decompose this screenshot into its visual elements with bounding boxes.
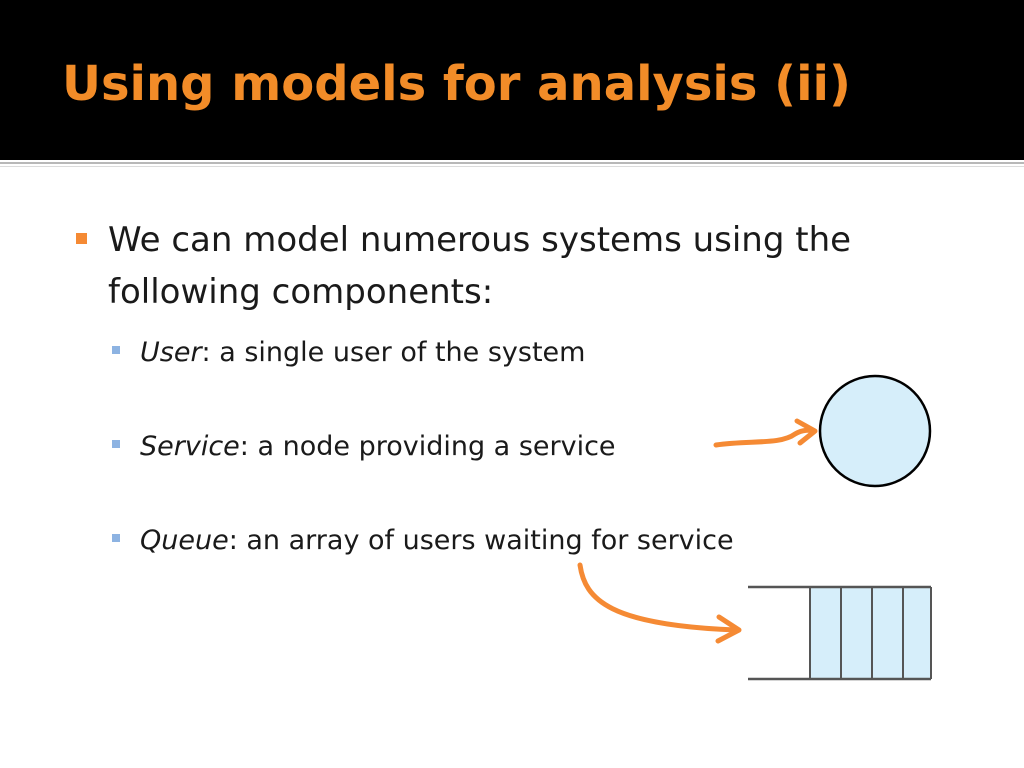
- sub-bullet-marker: [112, 439, 120, 448]
- sub-bullet-marker: [112, 345, 120, 354]
- main-bullet-text: We can model numerous systems using the …: [108, 220, 852, 312]
- sub-bullet-user: User: a single user of the system: [112, 336, 585, 370]
- service-node-circle: [818, 374, 932, 488]
- desc-service: : a node providing a service: [239, 431, 616, 462]
- sub-bullet-marker: [112, 533, 120, 542]
- queue-shape: [748, 585, 932, 681]
- queue-arrow: [577, 562, 739, 633]
- main-bullet-marker: [76, 233, 87, 244]
- sub-bullet-service: Service: a node providing a service: [112, 430, 616, 464]
- desc-user: : a single user of the system: [201, 337, 586, 368]
- term-service: Service: [140, 431, 240, 462]
- sub-bullet-queue: Queue: an array of users waiting for ser…: [112, 524, 734, 558]
- title-divider-secondary: [0, 166, 1024, 167]
- desc-queue: : an array of users waiting for service: [228, 525, 734, 556]
- queue-arrowhead: [715, 614, 742, 644]
- slide-title: Using models for analysis (ii): [62, 56, 851, 112]
- queue-fill: [810, 587, 930, 679]
- term-queue: Queue: [140, 525, 229, 556]
- title-bar: Using models for analysis (ii): [0, 0, 1024, 160]
- service-arrowhead: [794, 418, 818, 446]
- term-user: User: [140, 337, 202, 368]
- title-divider: [0, 162, 1024, 164]
